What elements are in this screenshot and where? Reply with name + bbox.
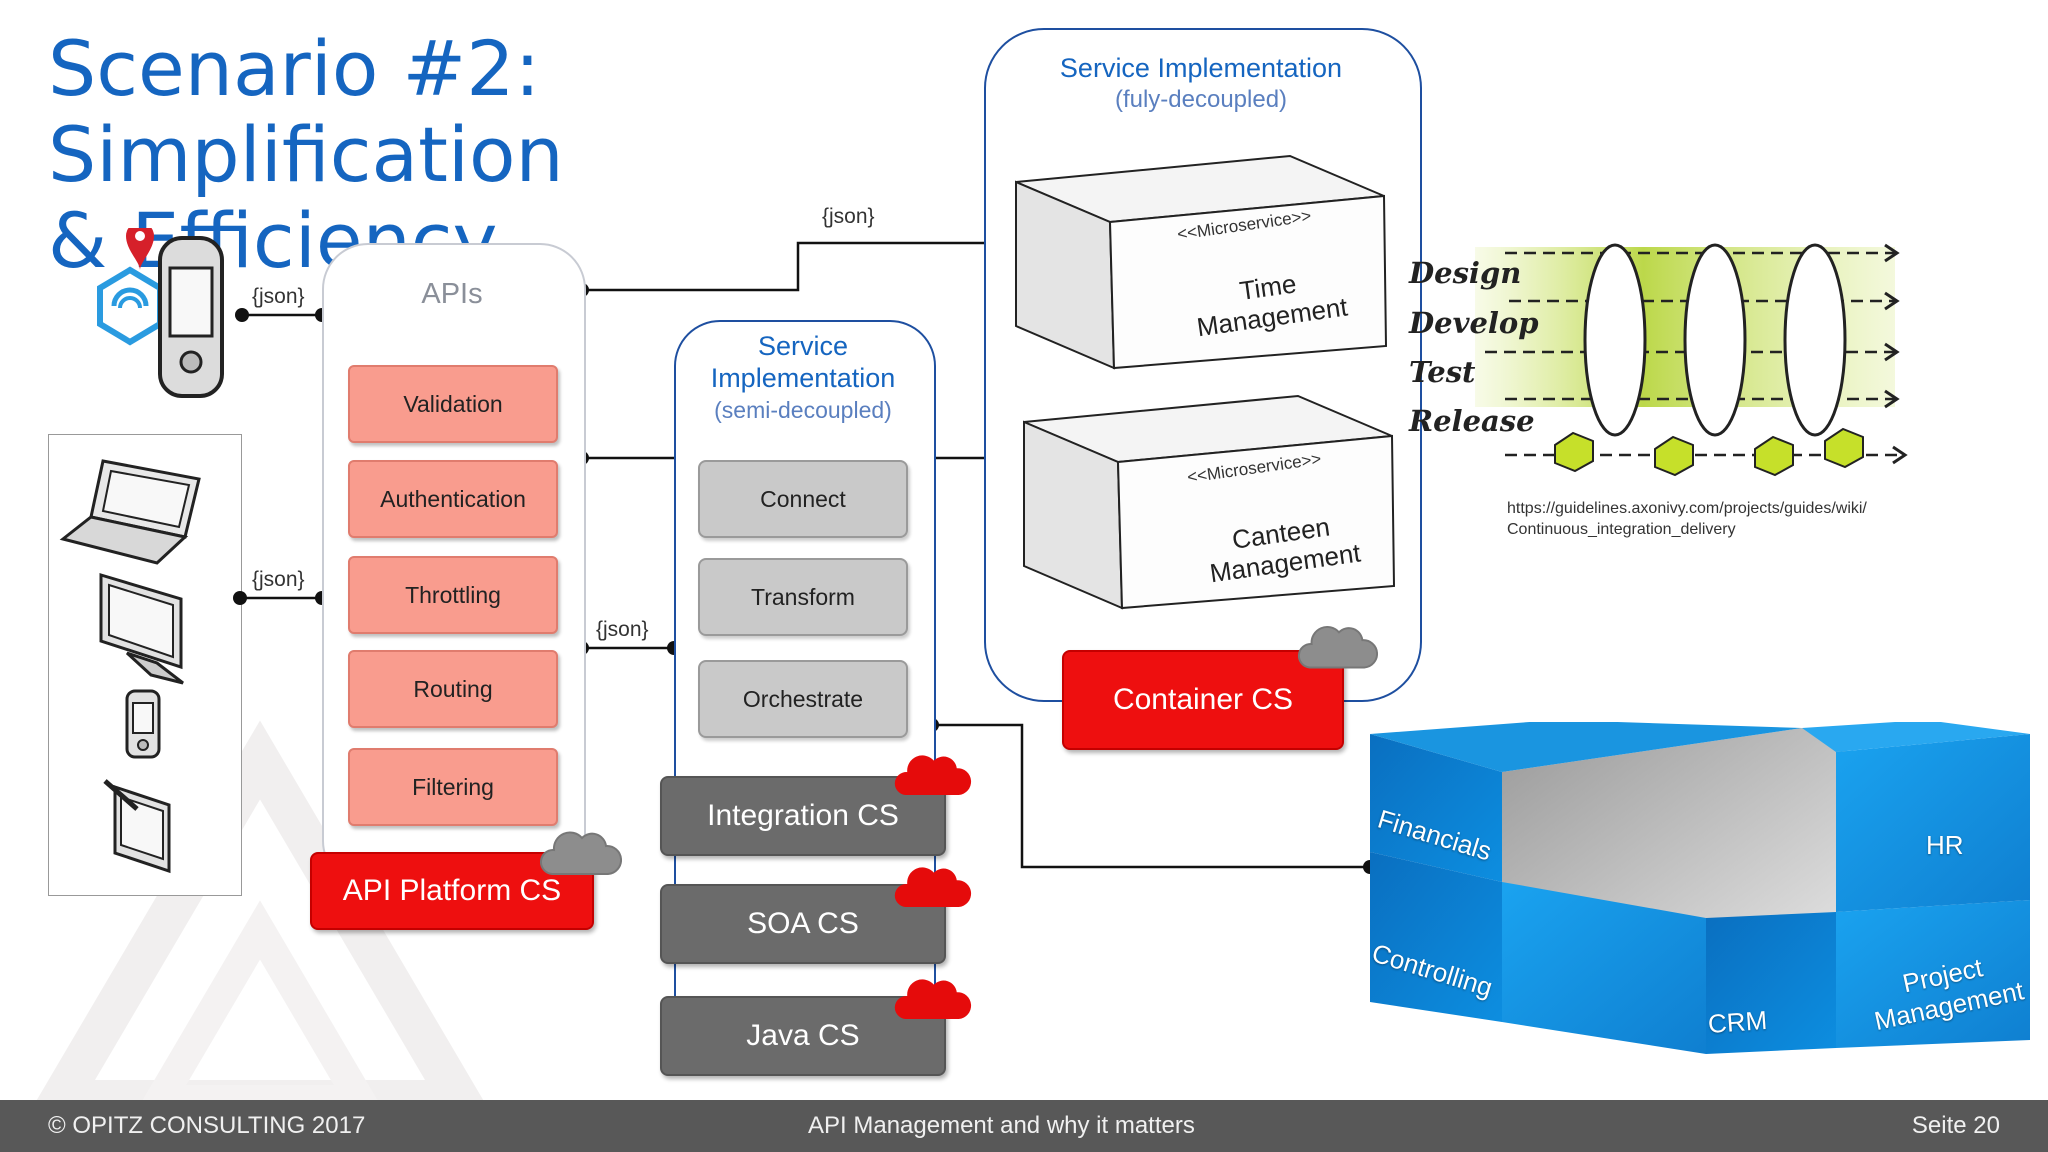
phone-icon bbox=[125, 689, 161, 759]
device-panel bbox=[48, 434, 242, 896]
throttling-button[interactable]: Throttling bbox=[348, 556, 558, 634]
monitor-icon bbox=[99, 572, 184, 685]
apis-title: APIs bbox=[421, 278, 483, 310]
fully-title: Service Implementation bbox=[1059, 53, 1343, 83]
ci-cd-diagram: Design Develop Test Release bbox=[1408, 243, 1908, 477]
fully-decoupled-header: Service Implementation (fuly-decoupled) bbox=[984, 52, 1418, 116]
ci-source-citation: https://guidelines.axonivy.com/projects/… bbox=[1507, 498, 1867, 540]
semi-decoupled-header: Service Implementation (semi-decoupled) bbox=[674, 330, 932, 426]
tablet-icon bbox=[103, 779, 171, 874]
laptop-icon bbox=[59, 459, 201, 565]
footer-copyright: © OPITZ CONSULTING 2017 bbox=[48, 1112, 366, 1139]
microservice-canteen-management bbox=[1023, 394, 1396, 610]
json-label-mobile: {json} bbox=[252, 285, 305, 308]
fully-subtitle: (fuly-decoupled) bbox=[1114, 86, 1288, 113]
cloud-icon bbox=[894, 867, 972, 907]
container-cs-button[interactable]: Container CS bbox=[1062, 650, 1344, 750]
footer-title: API Management and why it matters bbox=[808, 1112, 1195, 1139]
semi-title-line-1: Service bbox=[757, 331, 849, 361]
semi-subtitle: (semi-decoupled) bbox=[714, 397, 892, 423]
erp-crm: CRM bbox=[1706, 1004, 1769, 1040]
ci-stage-release: Release bbox=[1408, 404, 1535, 438]
json-label-microservice: {json} bbox=[822, 205, 875, 228]
cloud-icon bbox=[540, 831, 622, 875]
erp-cube bbox=[1370, 722, 2030, 1054]
java-cs-button[interactable]: Java CS bbox=[660, 996, 946, 1076]
handheld-device-icon bbox=[158, 236, 224, 398]
cloud-icon bbox=[894, 755, 972, 795]
devices-illustration bbox=[59, 459, 201, 874]
json-label-devices: {json} bbox=[252, 568, 305, 591]
ci-stage-design: Design bbox=[1408, 256, 1521, 290]
filtering-button[interactable]: Filtering bbox=[348, 748, 558, 826]
json-label-integration: {json} bbox=[596, 618, 649, 641]
validation-button[interactable]: Validation bbox=[348, 365, 558, 443]
title-line-1: Scenario #2: Simplification bbox=[48, 24, 564, 199]
routing-button[interactable]: Routing bbox=[348, 650, 558, 728]
footer-bar: © OPITZ CONSULTING 2017 API Management a… bbox=[0, 1100, 2048, 1152]
api-platform-cs-button[interactable]: API Platform CS bbox=[310, 852, 594, 930]
microservice-time-management bbox=[1015, 154, 1388, 370]
watermark-logo bbox=[36, 720, 484, 1100]
connect-button[interactable]: Connect bbox=[698, 460, 908, 538]
cloud-icon bbox=[894, 979, 972, 1019]
mobile-client-group bbox=[97, 228, 224, 398]
ci-url-line-2: Continuous_integration_delivery bbox=[1507, 521, 1736, 538]
ci-stage-develop: Develop bbox=[1408, 306, 1539, 340]
orchestrate-button[interactable]: Orchestrate bbox=[698, 660, 908, 738]
authentication-button[interactable]: Authentication bbox=[348, 460, 558, 538]
transform-button[interactable]: Transform bbox=[698, 558, 908, 636]
erp-hr: HR bbox=[1926, 830, 1964, 860]
ci-stage-test: Test bbox=[1409, 355, 1476, 389]
cloud-icon bbox=[1297, 625, 1378, 669]
ci-url-line-1: https://guidelines.axonivy.com/projects/… bbox=[1507, 500, 1867, 517]
footer-page-number: Seite 20 bbox=[1911, 1112, 2000, 1139]
semi-title-line-2: Implementation bbox=[710, 363, 896, 393]
